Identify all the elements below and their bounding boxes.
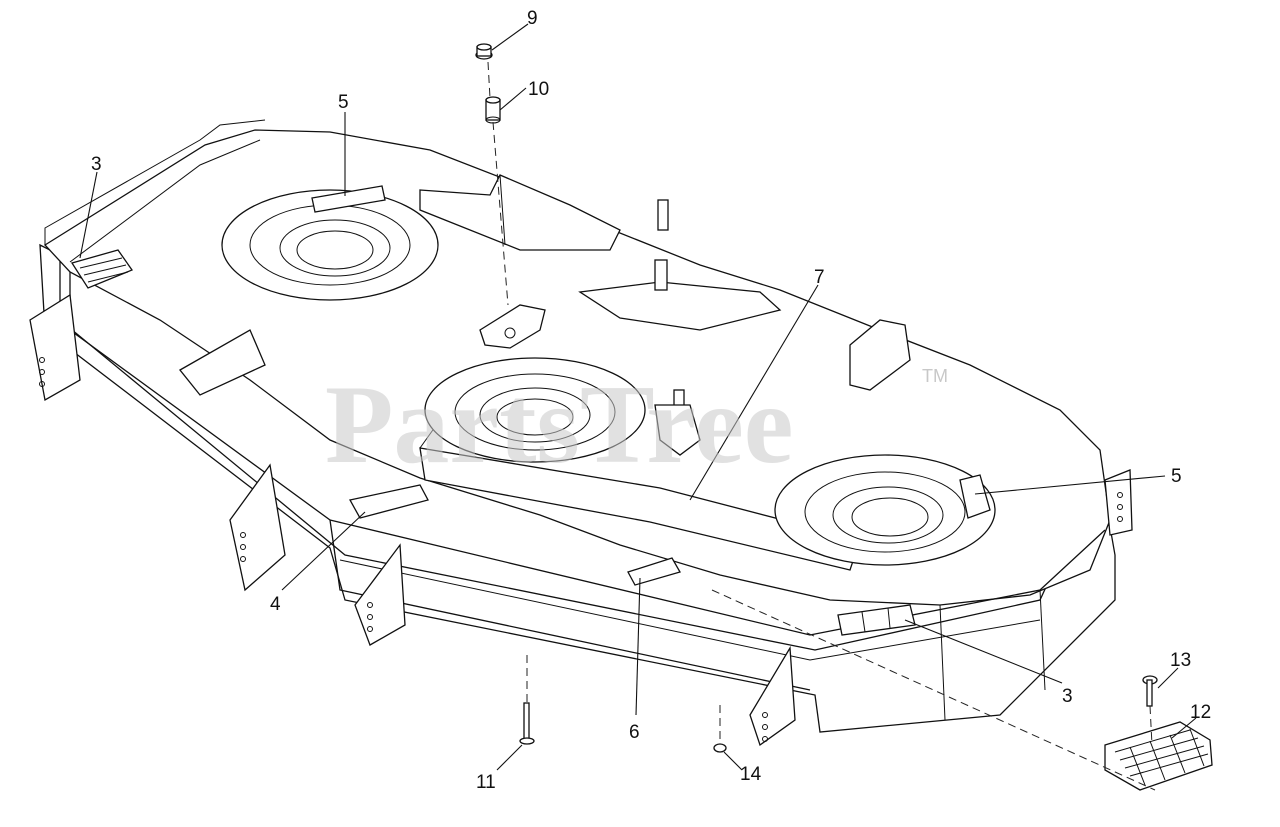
pivot-posts — [654, 199, 701, 456]
pin — [1142, 675, 1158, 707]
nut-small — [713, 743, 727, 753]
decal-center-front — [349, 484, 429, 519]
center-spindle-housing — [424, 357, 646, 463]
callout-5: 5 — [1171, 466, 1182, 487]
right-spindle-housing — [774, 454, 996, 566]
callout-3: 3 — [91, 154, 102, 175]
callout-4: 4 — [270, 594, 281, 615]
callout-5: 5 — [338, 92, 349, 113]
decal-left-rear — [70, 249, 133, 289]
decal-right-front — [837, 604, 916, 636]
decal-baffle — [627, 557, 681, 586]
leader-lines — [79, 23, 1197, 771]
callout-9: 9 — [527, 8, 538, 29]
assembly-lines — [487, 61, 1156, 791]
decal-left-spindle — [311, 185, 386, 213]
watermark-text: PartsTree — [325, 363, 794, 487]
partstree-watermark: PartsTree TM — [325, 363, 948, 487]
grip-pad — [1104, 721, 1213, 791]
decal-right-spindle — [959, 474, 991, 519]
left-spindle-housing — [221, 189, 439, 301]
callout-10: 10 — [528, 79, 549, 100]
gauge-wheel-brackets — [29, 293, 1133, 747]
watermark-trademark: TM — [922, 366, 948, 386]
callout-6: 6 — [629, 722, 640, 743]
callout-14: 14 — [740, 764, 762, 785]
callout-7: 7 — [814, 267, 825, 288]
flange-nut — [475, 43, 493, 60]
carriage-bolt — [519, 702, 535, 745]
callout-11: 11 — [476, 772, 496, 793]
callout-13: 13 — [1170, 650, 1191, 671]
callout-3: 3 — [1062, 686, 1073, 707]
mounting-holes — [39, 357, 1123, 742]
callout-12: 12 — [1190, 702, 1211, 723]
spacer-bushing — [485, 96, 501, 124]
callout-labels: 9 10 5 3 7 5 4 6 3 13 12 11 14 — [91, 8, 1211, 793]
